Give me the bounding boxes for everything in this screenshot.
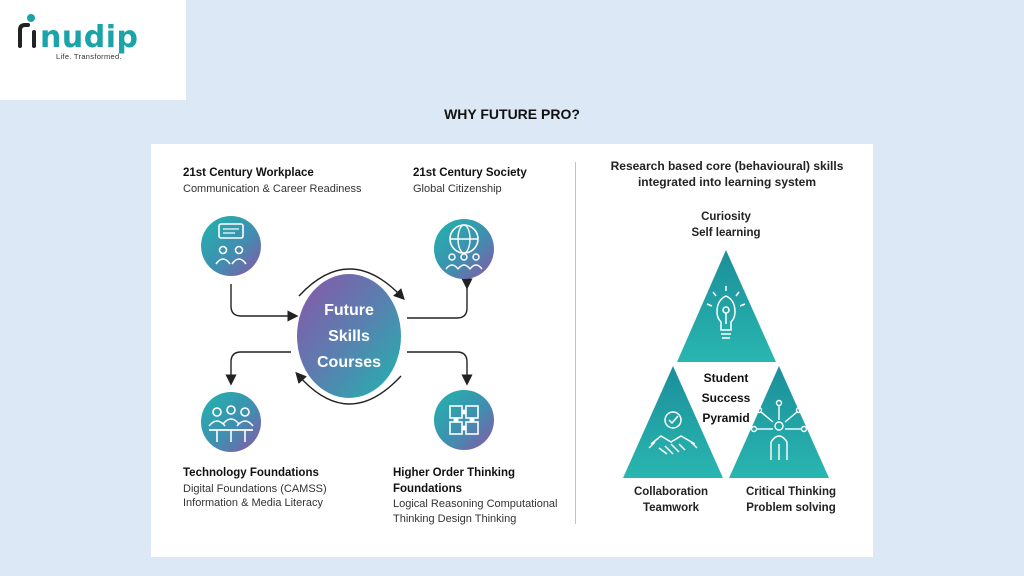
hub-label-line1: Future [324, 302, 374, 319]
hot-title: Higher Order Thinking Foundations [393, 467, 516, 495]
hot-line2: Thinking Design Thinking [393, 512, 517, 525]
right-heading-line1: Research based core (behavioural) skills [610, 159, 844, 173]
pyramid-right-line2: Problem solving [746, 501, 836, 514]
technology-line1: Digital Foundations (CAMSS) [183, 482, 327, 495]
pyramid-center-line2: Success [701, 391, 751, 405]
hub-label-line2: Skills [328, 328, 370, 345]
chat-people-icon [201, 216, 261, 276]
logo-box: nudip Life. Transformed. [0, 0, 186, 100]
lightbulb-icon [706, 286, 746, 339]
society-subtitle: Global Citizenship [413, 182, 502, 195]
pyramid-left-label: Collaboration Teamwork [611, 485, 731, 516]
pyramid-center-line1: Student [703, 371, 749, 385]
logo-mark-icon [18, 14, 36, 48]
right-heading: Research based core (behavioural) skills… [591, 158, 863, 190]
society-block: 21st Century Society Global Citizenship [413, 166, 573, 196]
pyramid-left-line1: Collaboration [633, 486, 709, 498]
technology-block: Technology Foundations Digital Foundatio… [183, 466, 383, 511]
hot-line1: Logical Reasoning Computational [393, 498, 558, 511]
pyramid-right-label: Critical Thinking Problem solving [731, 485, 851, 516]
pyramid-center-line3: Pyramid [702, 411, 750, 425]
pyramid-top-label: Curiosity Self learning [666, 210, 786, 241]
right-heading-line2: integrated into learning system [637, 175, 817, 190]
pyramid-left-line2: Teamwork [642, 501, 700, 514]
pyramid-top-line1: Curiosity [701, 211, 751, 223]
section-divider [575, 162, 576, 524]
hub-label-line3: Courses [316, 354, 382, 371]
network-person-icon [750, 399, 808, 460]
workplace-block: 21st Century Workplace Communication & C… [183, 166, 383, 196]
technology-line2: Information & Media Literacy [183, 497, 324, 510]
diagram-graphics [201, 216, 829, 478]
handshake-icon [648, 411, 698, 455]
pyramid-top-triangle [677, 250, 776, 362]
workplace-title: 21st Century Workplace [183, 167, 314, 179]
content-panel: 21st Century Workplace Communication & C… [151, 144, 873, 557]
pyramid-right-line1: Critical Thinking [745, 486, 837, 498]
technology-title: Technology Foundations [183, 467, 319, 479]
logo-wordmark: nudip [40, 20, 139, 55]
puzzle-icon [434, 390, 494, 450]
pyramid-top-line2: Self learning [691, 226, 761, 239]
workplace-subtitle: Communication & Career Readiness [183, 182, 362, 195]
globe-people-icon [434, 219, 494, 279]
hub-label: Future Skills Courses [297, 298, 401, 376]
pyramid-center-label: Student Success Pyramid [686, 368, 766, 428]
future-skills-hub [297, 274, 401, 398]
page-title: WHY FUTURE PRO? [444, 106, 580, 122]
logo-tagline: Life. Transformed. [56, 52, 122, 61]
connector-arrows [225, 268, 473, 405]
hot-block: Higher Order Thinking Foundations Logica… [393, 466, 575, 527]
society-title: 21st Century Society [413, 167, 527, 179]
meeting-icon [201, 392, 261, 452]
